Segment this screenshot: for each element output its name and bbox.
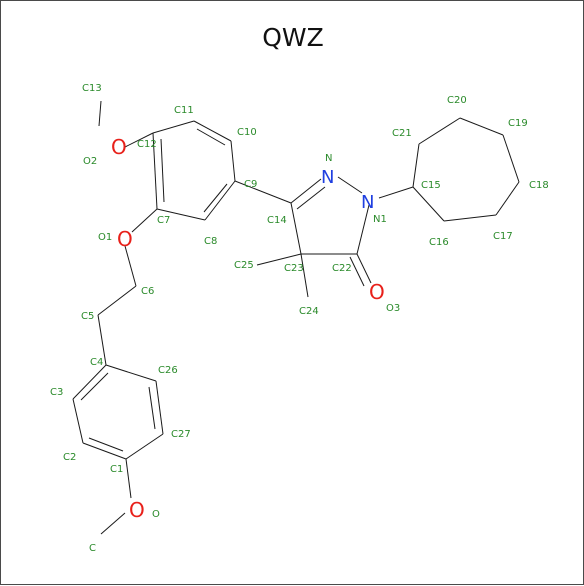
bond-c8-c7 bbox=[156, 208, 206, 221]
label-c26: C26 bbox=[158, 365, 178, 376]
bond-o2-c12 bbox=[124, 132, 154, 148]
atom-labels: C13 O2 C12 C11 C10 C9 C7 C8 O1 C14 C25 C… bbox=[50, 83, 549, 554]
label-c20: C20 bbox=[447, 95, 467, 106]
bond-c16-c17 bbox=[443, 214, 497, 222]
label-c3: C3 bbox=[50, 387, 63, 398]
bond-c23-c25 bbox=[256, 253, 302, 266]
bond-o1-c6 bbox=[124, 245, 137, 287]
bond-c13-o2 bbox=[98, 100, 102, 127]
bond-c6-c5 bbox=[97, 285, 137, 316]
bond-c3-c4 bbox=[72, 364, 107, 400]
bond-inner-c11-c10 bbox=[196, 128, 226, 146]
bond-c14-n2-a bbox=[290, 178, 322, 204]
label-c24: C24 bbox=[299, 306, 319, 317]
label-c27: C27 bbox=[171, 429, 191, 440]
bond-c1-o4 bbox=[125, 458, 132, 499]
label-c4: C4 bbox=[90, 357, 103, 368]
label-c8: C8 bbox=[204, 236, 217, 247]
label-n1: N1 bbox=[373, 214, 387, 225]
bond-inner-c3-c4 bbox=[80, 372, 109, 401]
bonds bbox=[72, 100, 520, 535]
bond-c23-c14 bbox=[290, 202, 302, 255]
element-symbols: O O O O N N bbox=[111, 135, 385, 522]
oxygen-o2: O bbox=[111, 135, 127, 159]
label-n: N bbox=[325, 153, 332, 164]
bond-c19-c20 bbox=[459, 117, 504, 136]
label-c22: C22 bbox=[332, 263, 352, 274]
oxygen-o4: O bbox=[129, 498, 145, 522]
bond-inner-c1-c2 bbox=[88, 437, 124, 452]
bond-c1-c2 bbox=[82, 442, 127, 460]
label-c14: C14 bbox=[267, 215, 287, 226]
bond-c21-c15 bbox=[412, 143, 420, 188]
bond-n1-c22 bbox=[356, 204, 370, 255]
bond-c18-c19 bbox=[502, 134, 520, 183]
oxygen-o3: O bbox=[369, 280, 385, 304]
label-c12: C12 bbox=[137, 139, 157, 150]
bond-o4-cme bbox=[100, 512, 126, 535]
bond-c26-c27 bbox=[155, 380, 164, 435]
bond-c5-c4 bbox=[97, 314, 107, 366]
bond-c22-o3-b bbox=[349, 256, 365, 287]
bond-n1-c15 bbox=[378, 186, 414, 199]
bond-c27-c1 bbox=[125, 433, 164, 460]
bond-c2-c3 bbox=[72, 398, 84, 444]
label-o2: O2 bbox=[83, 156, 97, 167]
label-c13: C13 bbox=[82, 83, 102, 94]
label-c16: C16 bbox=[429, 237, 449, 248]
bond-c9-c14 bbox=[234, 180, 292, 204]
label-c9: C9 bbox=[244, 179, 257, 190]
bond-c22-o3-a bbox=[356, 253, 372, 284]
bond-c20-c21 bbox=[418, 117, 461, 145]
bond-c7-o1 bbox=[131, 208, 158, 233]
bond-c17-c18 bbox=[495, 181, 520, 216]
label-c23: C23 bbox=[284, 263, 304, 274]
nitrogen-n2: N bbox=[321, 167, 334, 188]
label-o: O bbox=[152, 509, 160, 520]
bond-inner-c9-c8 bbox=[203, 183, 228, 213]
label-c5: C5 bbox=[81, 311, 94, 322]
label-c17: C17 bbox=[493, 231, 513, 242]
label-c10: C10 bbox=[237, 127, 257, 138]
bond-n2-n1 bbox=[337, 176, 363, 194]
bond-inner-c7-c12 bbox=[160, 138, 165, 203]
label-c1: C1 bbox=[110, 464, 123, 475]
label-c7: C7 bbox=[157, 215, 170, 226]
bond-c10-c9 bbox=[230, 140, 236, 182]
bond-c14-n2-b bbox=[296, 186, 326, 210]
label-c18: C18 bbox=[529, 180, 549, 191]
label-c21: C21 bbox=[392, 128, 412, 139]
bond-c23-c24 bbox=[300, 253, 309, 298]
bond-c15-c16 bbox=[412, 186, 445, 222]
bond-inner-c26-c27 bbox=[148, 386, 156, 430]
bond-c4-c26 bbox=[105, 364, 157, 382]
label-c25: C25 bbox=[234, 260, 254, 271]
bond-c12-c11 bbox=[152, 120, 195, 134]
bond-c11-c10 bbox=[193, 120, 232, 142]
label-o1: O1 bbox=[98, 232, 112, 243]
label-c2: C2 bbox=[63, 452, 76, 463]
label-c19: C19 bbox=[508, 118, 528, 129]
label-c15: C15 bbox=[421, 180, 441, 191]
bond-c7-c12 bbox=[152, 132, 158, 210]
nitrogen-n1: N bbox=[361, 192, 374, 213]
label-c6: C6 bbox=[141, 286, 154, 297]
bond-c9-c8 bbox=[204, 180, 236, 221]
molecule-title: QWZ bbox=[262, 23, 324, 52]
label-c: C bbox=[89, 543, 96, 554]
label-c11: C11 bbox=[174, 105, 194, 116]
label-o3: O3 bbox=[386, 303, 400, 314]
oxygen-o1: O bbox=[117, 227, 133, 251]
